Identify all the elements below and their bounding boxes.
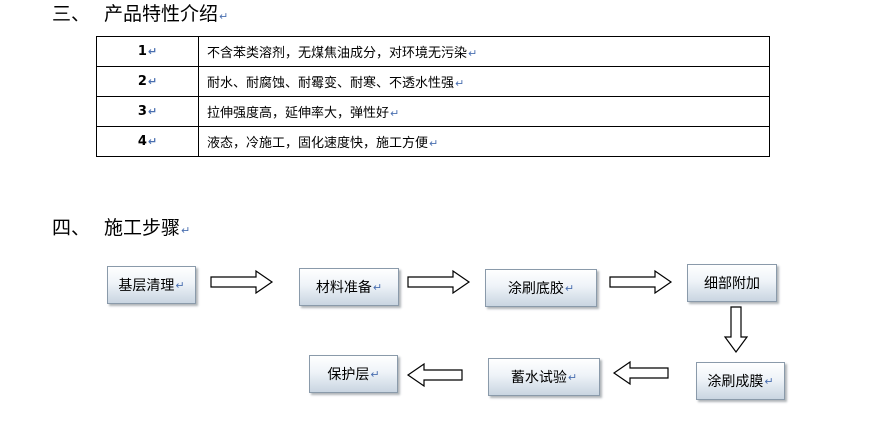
step-box-primer-coating: 涂刷底胶↵ — [485, 269, 597, 307]
feature-text-cell: 不含苯类溶剂，无煤焦油成分，对环境无污染↵ — [198, 36, 770, 67]
feature-index-cell: 4↵ — [96, 126, 199, 157]
step-label: 细部附加 — [704, 276, 760, 292]
feature-text: 液态，冷施工，固化速度快，施工方便 — [207, 136, 429, 151]
step-box-water-test: 蓄水试验↵ — [488, 358, 600, 396]
arrow-down-icon — [723, 306, 749, 354]
section-4-number: 四、 — [52, 217, 91, 239]
feature-index: 4 — [137, 134, 147, 149]
paragraph-mark-icon: ↵ — [764, 374, 774, 388]
step-label: 保护层 — [327, 367, 370, 383]
feature-index-cell: 1↵ — [96, 36, 199, 67]
section-4-heading: 四、施工步骤↵ — [52, 216, 190, 243]
paragraph-mark-icon: ↵ — [147, 75, 158, 88]
feature-text: 拉伸强度高，延伸率大，弹性好 — [207, 106, 390, 121]
feature-text-cell: 拉伸强度高，延伸率大，弹性好↵ — [198, 96, 770, 127]
step-label: 材料准备 — [315, 280, 372, 296]
paragraph-mark-icon: ↵ — [455, 77, 465, 90]
paragraph-mark-icon: ↵ — [181, 224, 191, 237]
table-row: 3↵ 拉伸强度高，延伸率大，弹性好↵ — [96, 96, 770, 127]
arrow-left-icon — [406, 362, 463, 388]
arrow-left-icon — [612, 360, 669, 386]
arrow-right-icon — [609, 269, 673, 295]
feature-index: 3 — [137, 104, 147, 119]
step-box-material-prep: 材料准备↵ — [299, 268, 399, 306]
feature-text-cell: 液态，冷施工，固化速度快，施工方便↵ — [198, 126, 770, 157]
paragraph-mark-icon: ↵ — [567, 370, 578, 384]
table-row: 4↵ 液态，冷施工，固化速度快，施工方便↵ — [96, 126, 770, 157]
step-box-protective-layer: 保护层↵ — [309, 355, 398, 393]
paragraph-mark-icon: ↵ — [370, 367, 380, 381]
table-row: 2↵ 耐水、耐腐蚀、耐霉变、耐寒、不透水性强↵ — [96, 66, 770, 97]
step-box-film-coating: 涂刷成膜↵ — [696, 362, 785, 400]
step-label: 蓄水试验 — [510, 370, 567, 386]
table-row: 1↵ 不含苯类溶剂，无煤焦油成分，对环境无污染↵ — [96, 36, 770, 67]
step-box-detail-reinforcement: 细部附加 — [687, 264, 777, 302]
step-label: 涂刷成膜 — [707, 374, 764, 390]
features-table: 1↵ 不含苯类溶剂，无煤焦油成分，对环境无污染↵ 2↵ 耐水、耐腐蚀、耐霉变、耐… — [96, 36, 770, 157]
paragraph-mark-icon: ↵ — [147, 105, 158, 118]
feature-text: 不含苯类溶剂，无煤焦油成分，对环境无污染 — [207, 46, 468, 61]
paragraph-mark-icon: ↵ — [468, 47, 478, 60]
paragraph-mark-icon: ↵ — [372, 280, 383, 294]
paragraph-mark-icon: ↵ — [429, 137, 439, 150]
section-3-heading: 三、产品特性介绍↵ — [52, 2, 228, 29]
feature-index-cell: 3↵ — [96, 96, 199, 127]
feature-index: 2 — [137, 74, 147, 89]
feature-text-cell: 耐水、耐腐蚀、耐霉变、耐寒、不透水性强↵ — [198, 66, 770, 97]
feature-index-cell: 2↵ — [96, 66, 199, 97]
section-3-number: 三、 — [52, 3, 91, 25]
step-box-base-cleaning: 基层清理↵ — [107, 266, 196, 304]
paragraph-mark-icon: ↵ — [564, 281, 575, 295]
arrow-right-icon — [407, 269, 471, 295]
section-4-title: 施工步骤 — [104, 217, 181, 239]
step-label: 涂刷底胶 — [507, 281, 564, 297]
paragraph-mark-icon: ↵ — [147, 135, 158, 148]
arrow-right-icon — [210, 269, 274, 295]
paragraph-mark-icon: ↵ — [390, 107, 400, 120]
step-label: 基层清理 — [118, 278, 175, 294]
paragraph-mark-icon: ↵ — [175, 278, 185, 292]
paragraph-mark-icon: ↵ — [219, 10, 229, 23]
section-3-title: 产品特性介绍 — [104, 3, 219, 25]
feature-index: 1 — [137, 44, 147, 59]
feature-text: 耐水、耐腐蚀、耐霉变、耐寒、不透水性强 — [207, 76, 455, 91]
paragraph-mark-icon: ↵ — [147, 45, 158, 58]
